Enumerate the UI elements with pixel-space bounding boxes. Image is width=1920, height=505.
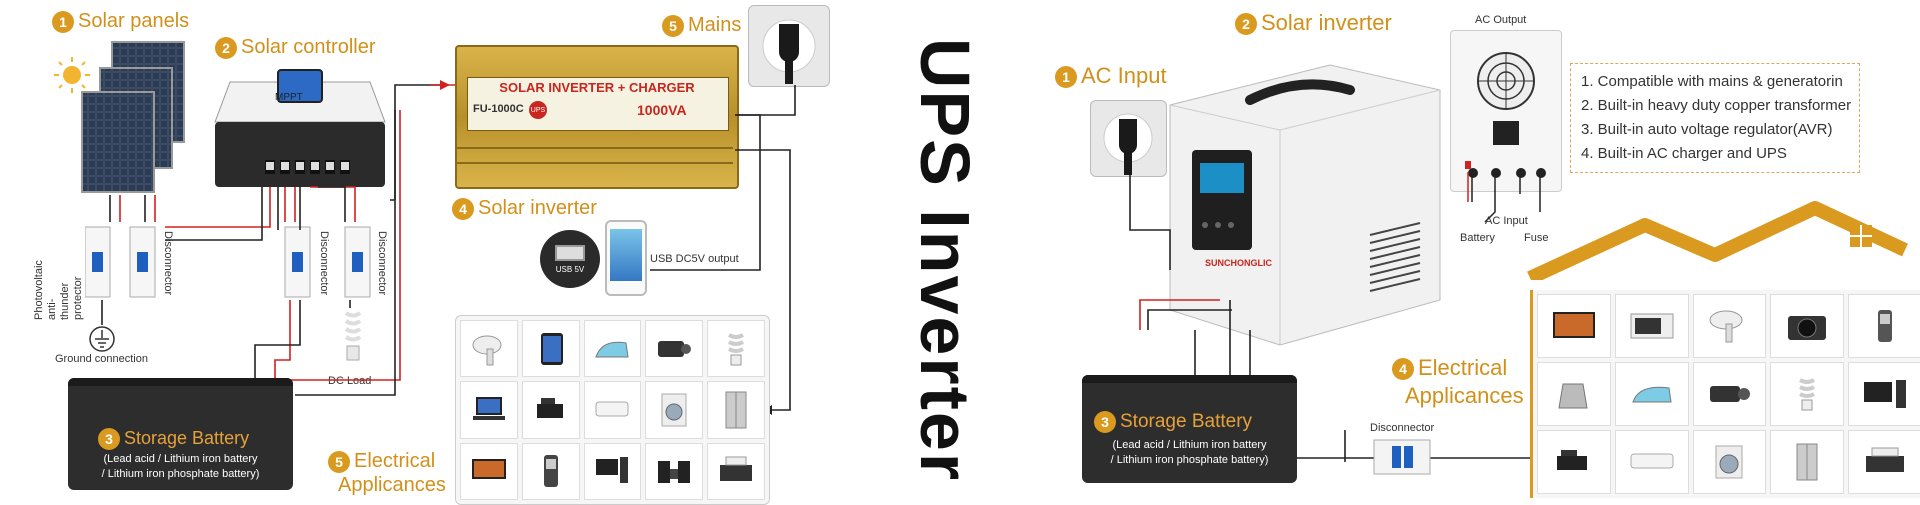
inverter-front-label (467, 77, 729, 131)
house-roof-icon (1527, 201, 1908, 280)
appliances-label-right-2: Applicances (1405, 383, 1524, 408)
disconnector-label-2: Disconnector (318, 231, 330, 296)
desktop-computer-icon-right (1848, 362, 1920, 426)
usb-output-label: USB DC5V output (650, 253, 739, 265)
appliance-grid-right (1530, 290, 1920, 498)
appliances-label-left-2: Applicances (338, 474, 446, 496)
disconnector-label-right: Disconnector (1370, 422, 1435, 434)
ups-badge: UPS (529, 101, 547, 119)
bulb-icon-2 (707, 320, 765, 378)
ground-label: Ground connection (55, 353, 148, 365)
camera-icon (1770, 294, 1845, 358)
battery-line2-left: / Lithium iron phosphate battery) (101, 468, 260, 480)
feature-4: 4. Built-in AC charger and UPS (1581, 145, 1787, 162)
ac-output-label: AC Output (1475, 14, 1527, 26)
feature-1: 1. Compatible with mains & generatorin (1581, 73, 1843, 90)
desktop-computer-icon (583, 442, 642, 500)
tv-icon (460, 442, 518, 500)
feature-3: 3. Built-in auto voltage regulator(AVR) (1581, 121, 1833, 138)
ups-inverter-title: UPS Inverter (906, 37, 985, 483)
solar-controller-image (214, 69, 386, 187)
microwave-icon (1614, 294, 1689, 358)
wiring-left (101, 80, 796, 415)
battery-line1-left: (Lead acid / Lithium iron battery (103, 453, 258, 465)
ac-input-socket (1090, 100, 1167, 177)
refrigerator-icon (707, 381, 765, 439)
disconnector-label-3: Disconnector (376, 231, 388, 296)
usb-port: USB 5V (540, 230, 600, 288)
tv-icon-right (1537, 294, 1611, 358)
fan-icon (1465, 52, 1546, 178)
solar-inverter-unit: SOLAR INVERTER + CHARGER FU-1000C UPS 10… (455, 45, 739, 189)
inverter-banner: SOLAR INVERTER + CHARGER (499, 80, 695, 95)
camcorder-icon (645, 320, 704, 378)
sun-icon (54, 57, 90, 93)
controller-brand: MPPT (275, 92, 303, 103)
bulb-icon-right (1770, 362, 1845, 426)
tablet-icon (521, 320, 580, 378)
middle-title-panel (880, 0, 1010, 500)
hairdryer-icon (460, 320, 518, 378)
back-fuse-label: Fuse (1524, 232, 1549, 244)
iron-icon (583, 320, 642, 378)
kettle-icon (1537, 362, 1611, 426)
printer-icon-right (1848, 430, 1920, 494)
ups-inverter-unit (1169, 64, 1441, 346)
iron-icon-right (1614, 362, 1689, 426)
video-camera-icon-right (1537, 430, 1611, 494)
disconnector-label-1: Disconnector (162, 231, 174, 296)
speaker-icon (645, 442, 704, 500)
socket-icon (762, 19, 816, 84)
feature-2: 2. Built-in heavy duty copper transforme… (1581, 97, 1852, 114)
inverter-power: 1000VA (637, 102, 687, 118)
battery-line1-right: (Lead acid / Lithium iron battery (1112, 439, 1267, 451)
laptop-icon (460, 381, 518, 439)
socket-icon-right (1103, 113, 1153, 175)
inverter-model: FU-1000C (473, 103, 524, 115)
air-conditioner-icon-right (1614, 430, 1689, 494)
ground-icon (89, 326, 115, 352)
back-battery-label: Battery (1460, 232, 1495, 244)
usb-icon (555, 244, 585, 261)
back-wiring (1467, 172, 1541, 223)
juicer-icon (521, 442, 580, 500)
battery-line2-right: / Lithium iron phosphate battery) (1110, 454, 1269, 466)
printer-icon (707, 442, 765, 500)
juicer-icon-right (1848, 294, 1920, 358)
inverter-brand-right: SUNCHONGLIC (1205, 258, 1272, 268)
mains-socket (748, 5, 830, 87)
bulb-icon (344, 311, 362, 361)
hairdryer-icon-right (1692, 294, 1767, 358)
smartphone-image (605, 220, 647, 296)
appliance-grid-left (455, 315, 770, 505)
washing-machine-icon (645, 381, 704, 439)
camcorder-icon-right (1692, 362, 1767, 426)
features-list: 1. Compatible with mains & generatorin 2… (1570, 63, 1860, 173)
solar-panels-image (81, 41, 185, 193)
breakers-row (85, 226, 371, 298)
video-camera-icon (521, 381, 580, 439)
inverter-back-panel (1450, 30, 1562, 192)
refrigerator-icon-right (1770, 430, 1845, 494)
disconnector-breaker-right (1373, 439, 1431, 475)
dc-load-label: DC Load (328, 375, 372, 387)
washing-machine-icon-right (1692, 430, 1767, 494)
air-conditioner-icon (583, 381, 642, 439)
back-ac-input-label: AC Input (1485, 215, 1528, 227)
